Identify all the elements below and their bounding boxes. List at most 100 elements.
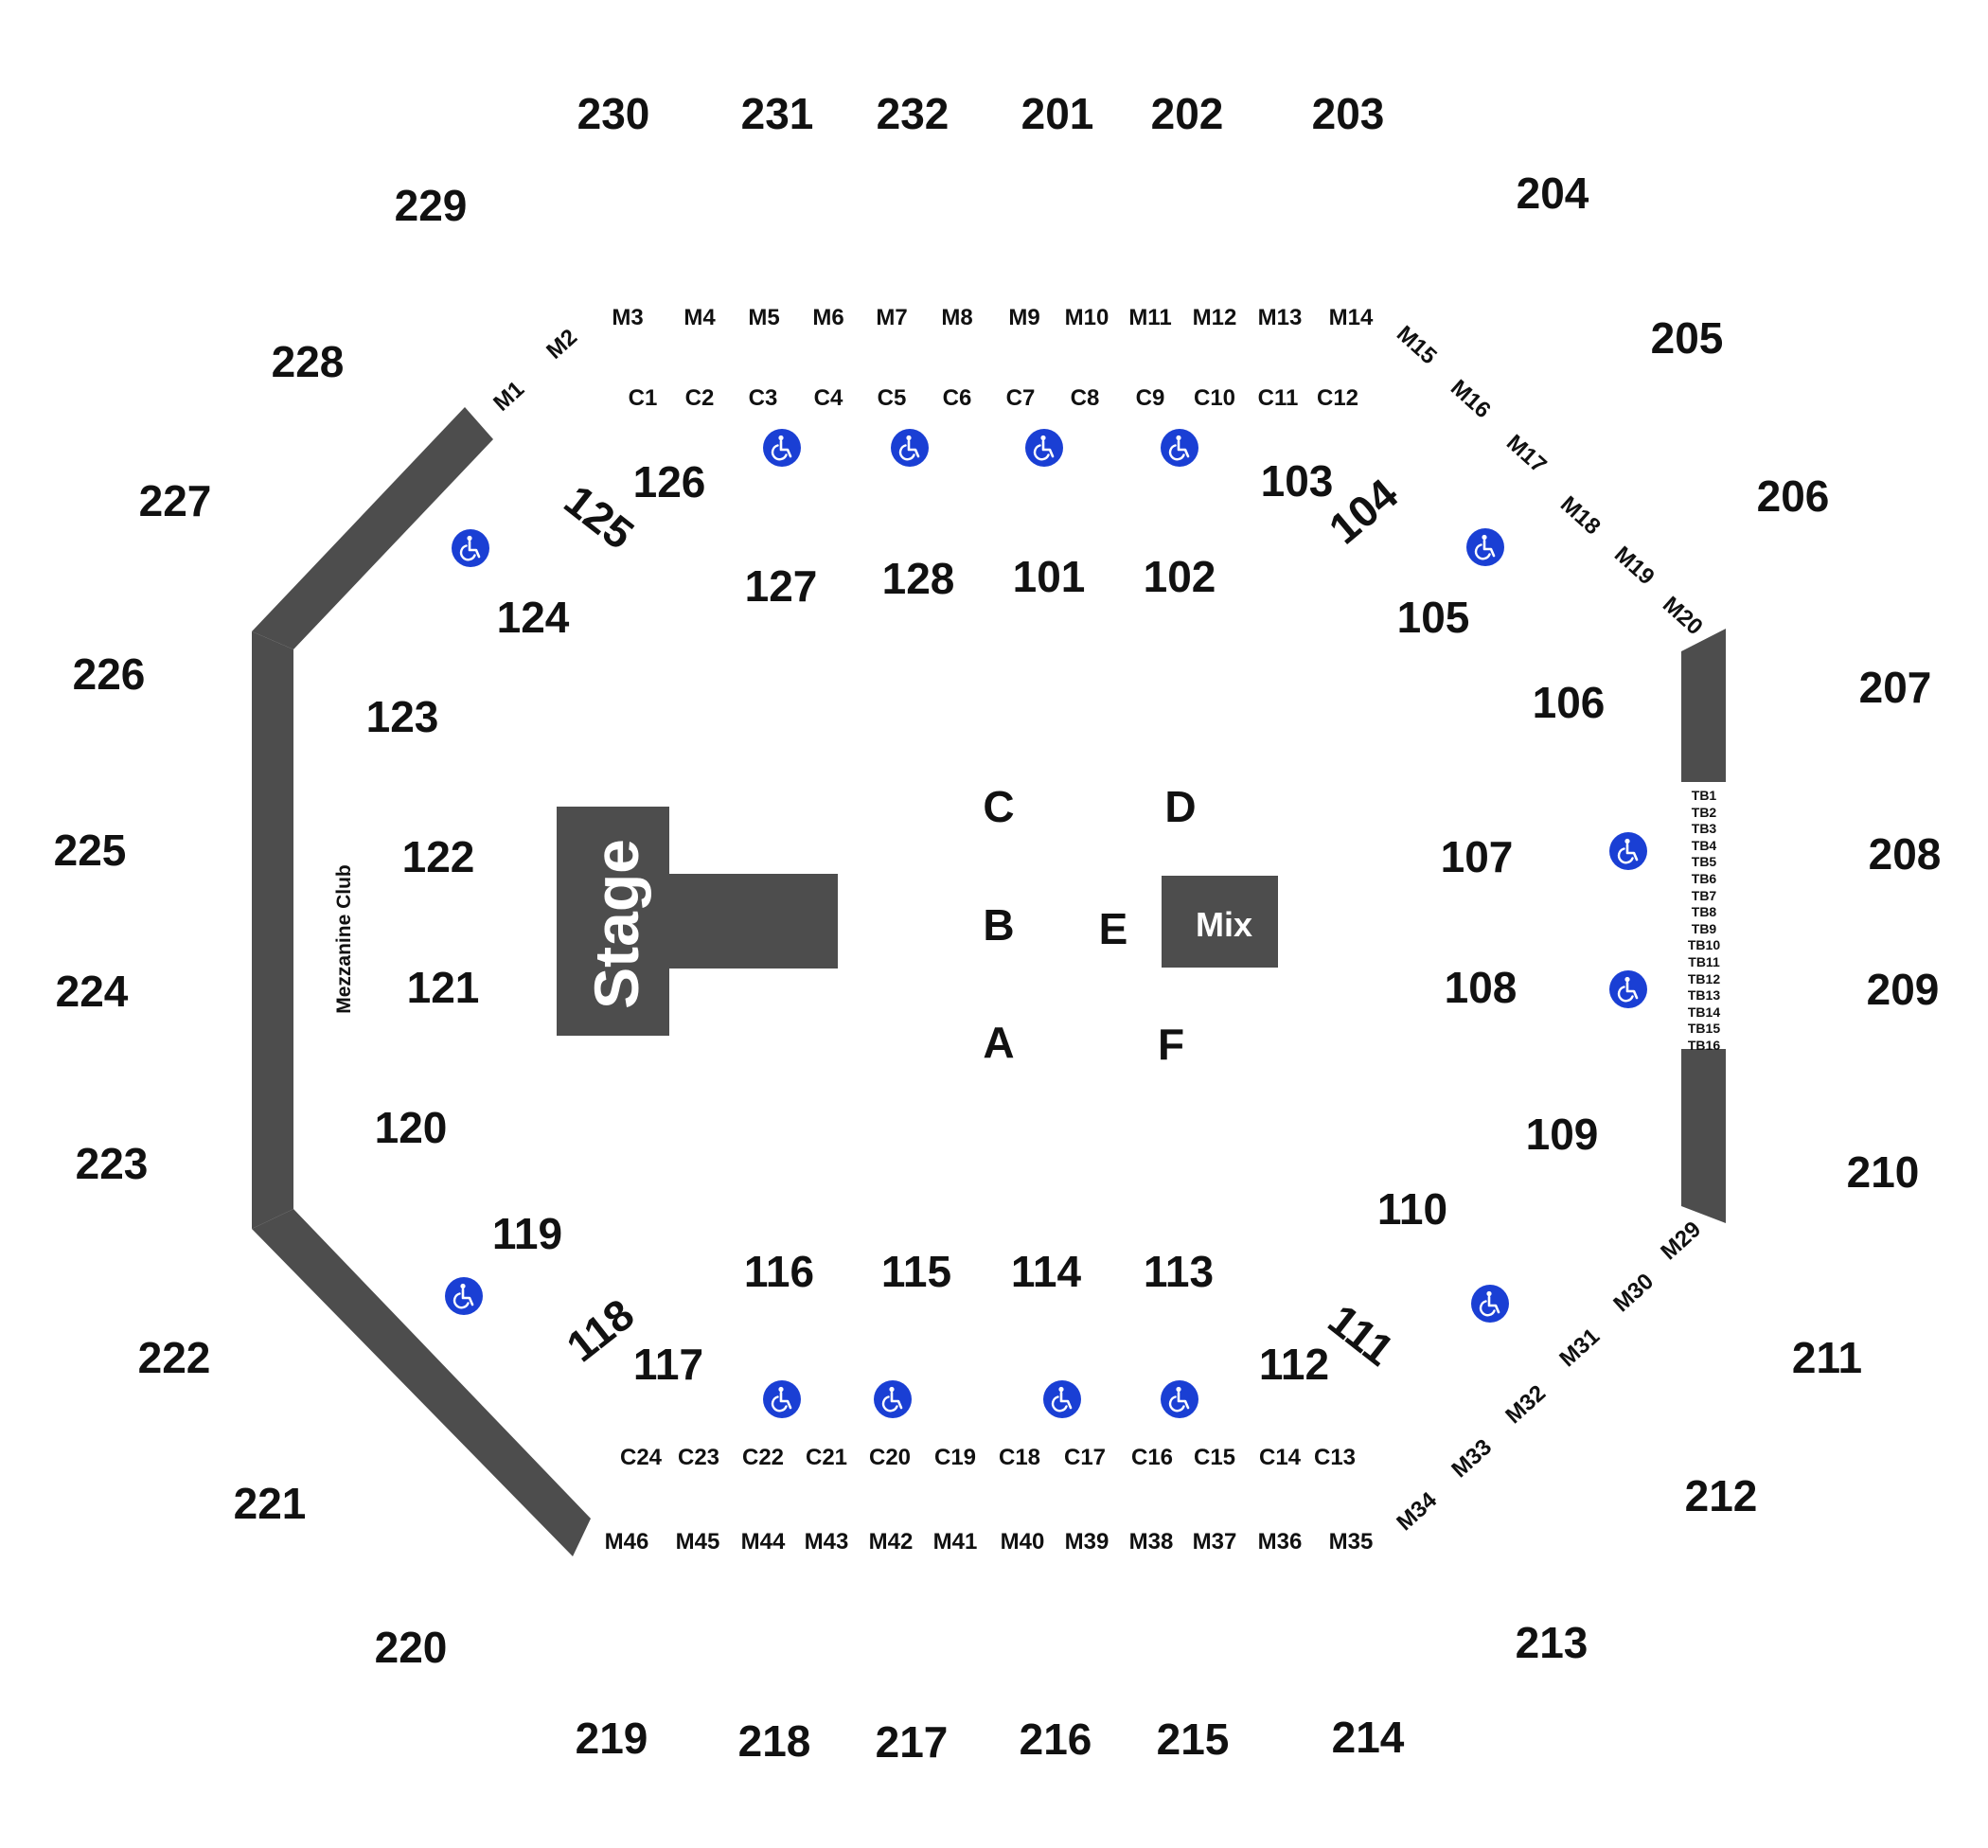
mezzanine-suite[interactable]: M45	[675, 1529, 720, 1555]
mezzanine-suite[interactable]: M40	[1000, 1529, 1045, 1555]
floor-section[interactable]: E	[1098, 904, 1128, 953]
mezzanine-suite[interactable]: M36	[1257, 1529, 1303, 1555]
club-suite[interactable]: C23	[677, 1445, 720, 1470]
table-seat[interactable]: TB3	[1691, 821, 1717, 837]
club-suite[interactable]: C12	[1316, 385, 1359, 411]
club-suite[interactable]: C11	[1257, 385, 1299, 411]
club-suite[interactable]: C19	[933, 1445, 977, 1470]
upper-section[interactable]: 227	[138, 476, 212, 525]
upper-section[interactable]: 224	[55, 967, 129, 1016]
lower-section[interactable]: 101	[1012, 552, 1086, 601]
upper-section[interactable]: 208	[1868, 829, 1942, 879]
club-suite[interactable]: C9	[1135, 385, 1165, 411]
club-suite[interactable]: C21	[805, 1445, 848, 1470]
upper-section[interactable]: 221	[233, 1479, 307, 1528]
lower-section[interactable]: 122	[401, 832, 475, 881]
lower-section[interactable]: 113	[1143, 1247, 1215, 1296]
upper-section[interactable]: 214	[1331, 1713, 1405, 1762]
mezzanine-suite[interactable]: M14	[1328, 305, 1374, 330]
club-suite[interactable]: C14	[1258, 1445, 1302, 1470]
mezzanine-suite[interactable]: M46	[604, 1529, 649, 1555]
club-suite[interactable]: C20	[868, 1445, 912, 1470]
club-suite[interactable]: C13	[1313, 1445, 1357, 1470]
table-seat[interactable]: TB12	[1687, 970, 1721, 986]
upper-section[interactable]: 209	[1866, 965, 1940, 1014]
lower-section[interactable]: 120	[374, 1103, 448, 1152]
lower-section[interactable]: 124	[496, 593, 570, 642]
lower-section[interactable]: 109	[1525, 1110, 1599, 1159]
mezzanine-suite[interactable]: M9	[1008, 305, 1040, 330]
table-seat[interactable]: TB2	[1691, 804, 1717, 820]
upper-section[interactable]: 222	[137, 1333, 211, 1382]
club-suite[interactable]: C5	[877, 385, 907, 411]
lower-section[interactable]: 126	[632, 457, 706, 506]
upper-section[interactable]: 211	[1791, 1333, 1863, 1382]
mezzanine-suite[interactable]: M43	[804, 1529, 849, 1555]
lower-section[interactable]: 128	[881, 554, 955, 603]
table-seat[interactable]: TB1	[1691, 788, 1717, 803]
upper-section[interactable]: 210	[1846, 1147, 1920, 1197]
mezzanine-suite[interactable]: M6	[812, 305, 844, 330]
upper-section[interactable]: 223	[75, 1139, 149, 1188]
floor-section[interactable]: F	[1157, 1020, 1185, 1069]
lower-section[interactable]: 107	[1440, 832, 1514, 881]
mezzanine-suite[interactable]: M4	[683, 305, 716, 330]
mezzanine-suite[interactable]: M44	[740, 1529, 786, 1555]
upper-section[interactable]: 213	[1515, 1618, 1589, 1667]
upper-section[interactable]: 231	[740, 89, 814, 138]
table-seat[interactable]: TB10	[1687, 937, 1721, 953]
club-suite[interactable]: C2	[684, 385, 715, 411]
lower-section[interactable]: 112	[1258, 1340, 1330, 1389]
upper-section[interactable]: 207	[1858, 663, 1932, 712]
mezzanine-suite[interactable]: M35	[1328, 1529, 1374, 1555]
lower-section[interactable]: 110	[1376, 1184, 1448, 1234]
upper-section[interactable]: 216	[1019, 1715, 1092, 1764]
lower-section[interactable]: 121	[406, 963, 480, 1012]
mezzanine-suite[interactable]: M39	[1064, 1529, 1109, 1555]
table-seat[interactable]: TB5	[1691, 854, 1717, 870]
club-suite[interactable]: C18	[998, 1445, 1041, 1470]
club-suite[interactable]: C16	[1130, 1445, 1174, 1470]
lower-section[interactable]: 103	[1260, 456, 1334, 506]
lower-section[interactable]: 119	[491, 1209, 563, 1258]
mezzanine-suite[interactable]: M10	[1064, 305, 1109, 330]
lower-section[interactable]: 108	[1444, 963, 1518, 1012]
mezzanine-suite[interactable]: M37	[1192, 1529, 1237, 1555]
upper-section[interactable]: 225	[53, 826, 127, 875]
mezzanine-suite[interactable]: M13	[1257, 305, 1303, 330]
lower-section[interactable]: 106	[1532, 678, 1606, 727]
floor-section[interactable]: B	[983, 900, 1015, 950]
club-suite[interactable]: C3	[748, 385, 778, 411]
club-suite[interactable]: C10	[1193, 385, 1236, 411]
mezzanine-suite[interactable]: M12	[1192, 305, 1237, 330]
lower-section[interactable]: 102	[1143, 552, 1216, 601]
mezzanine-suite[interactable]: M41	[932, 1529, 978, 1555]
mezzanine-suite[interactable]: M42	[868, 1529, 914, 1555]
table-seat[interactable]: TB9	[1691, 920, 1717, 936]
table-seat[interactable]: TB14	[1687, 1004, 1721, 1020]
floor-section[interactable]: C	[983, 782, 1015, 831]
mezzanine-suite[interactable]: M38	[1128, 1529, 1174, 1555]
floor-section[interactable]: A	[983, 1018, 1015, 1067]
floor-section[interactable]: D	[1164, 782, 1197, 831]
table-seat[interactable]: TB6	[1691, 871, 1717, 886]
table-seat[interactable]: TB4	[1691, 837, 1717, 853]
upper-section[interactable]: 203	[1311, 89, 1385, 138]
table-seat[interactable]: TB16	[1687, 1038, 1721, 1053]
mezzanine-suite[interactable]: M8	[941, 305, 973, 330]
club-suite[interactable]: C22	[741, 1445, 785, 1470]
club-suite[interactable]: C4	[813, 385, 843, 411]
club-suite[interactable]: C6	[942, 385, 972, 411]
upper-section[interactable]: 217	[875, 1717, 949, 1767]
lower-section[interactable]: 116	[743, 1247, 815, 1296]
table-seat[interactable]: TB15	[1687, 1021, 1721, 1037]
lower-section[interactable]: 115	[880, 1247, 952, 1296]
lower-section[interactable]: 117	[632, 1340, 704, 1389]
mezzanine-suite[interactable]: M5	[748, 305, 780, 330]
club-suite[interactable]: C24	[619, 1445, 663, 1470]
table-seat[interactable]: TB8	[1691, 904, 1717, 920]
upper-section[interactable]: 202	[1150, 89, 1224, 138]
mezzanine-suite[interactable]: M3	[612, 305, 644, 330]
upper-section[interactable]: 206	[1756, 471, 1830, 521]
upper-section[interactable]: 212	[1684, 1471, 1758, 1520]
